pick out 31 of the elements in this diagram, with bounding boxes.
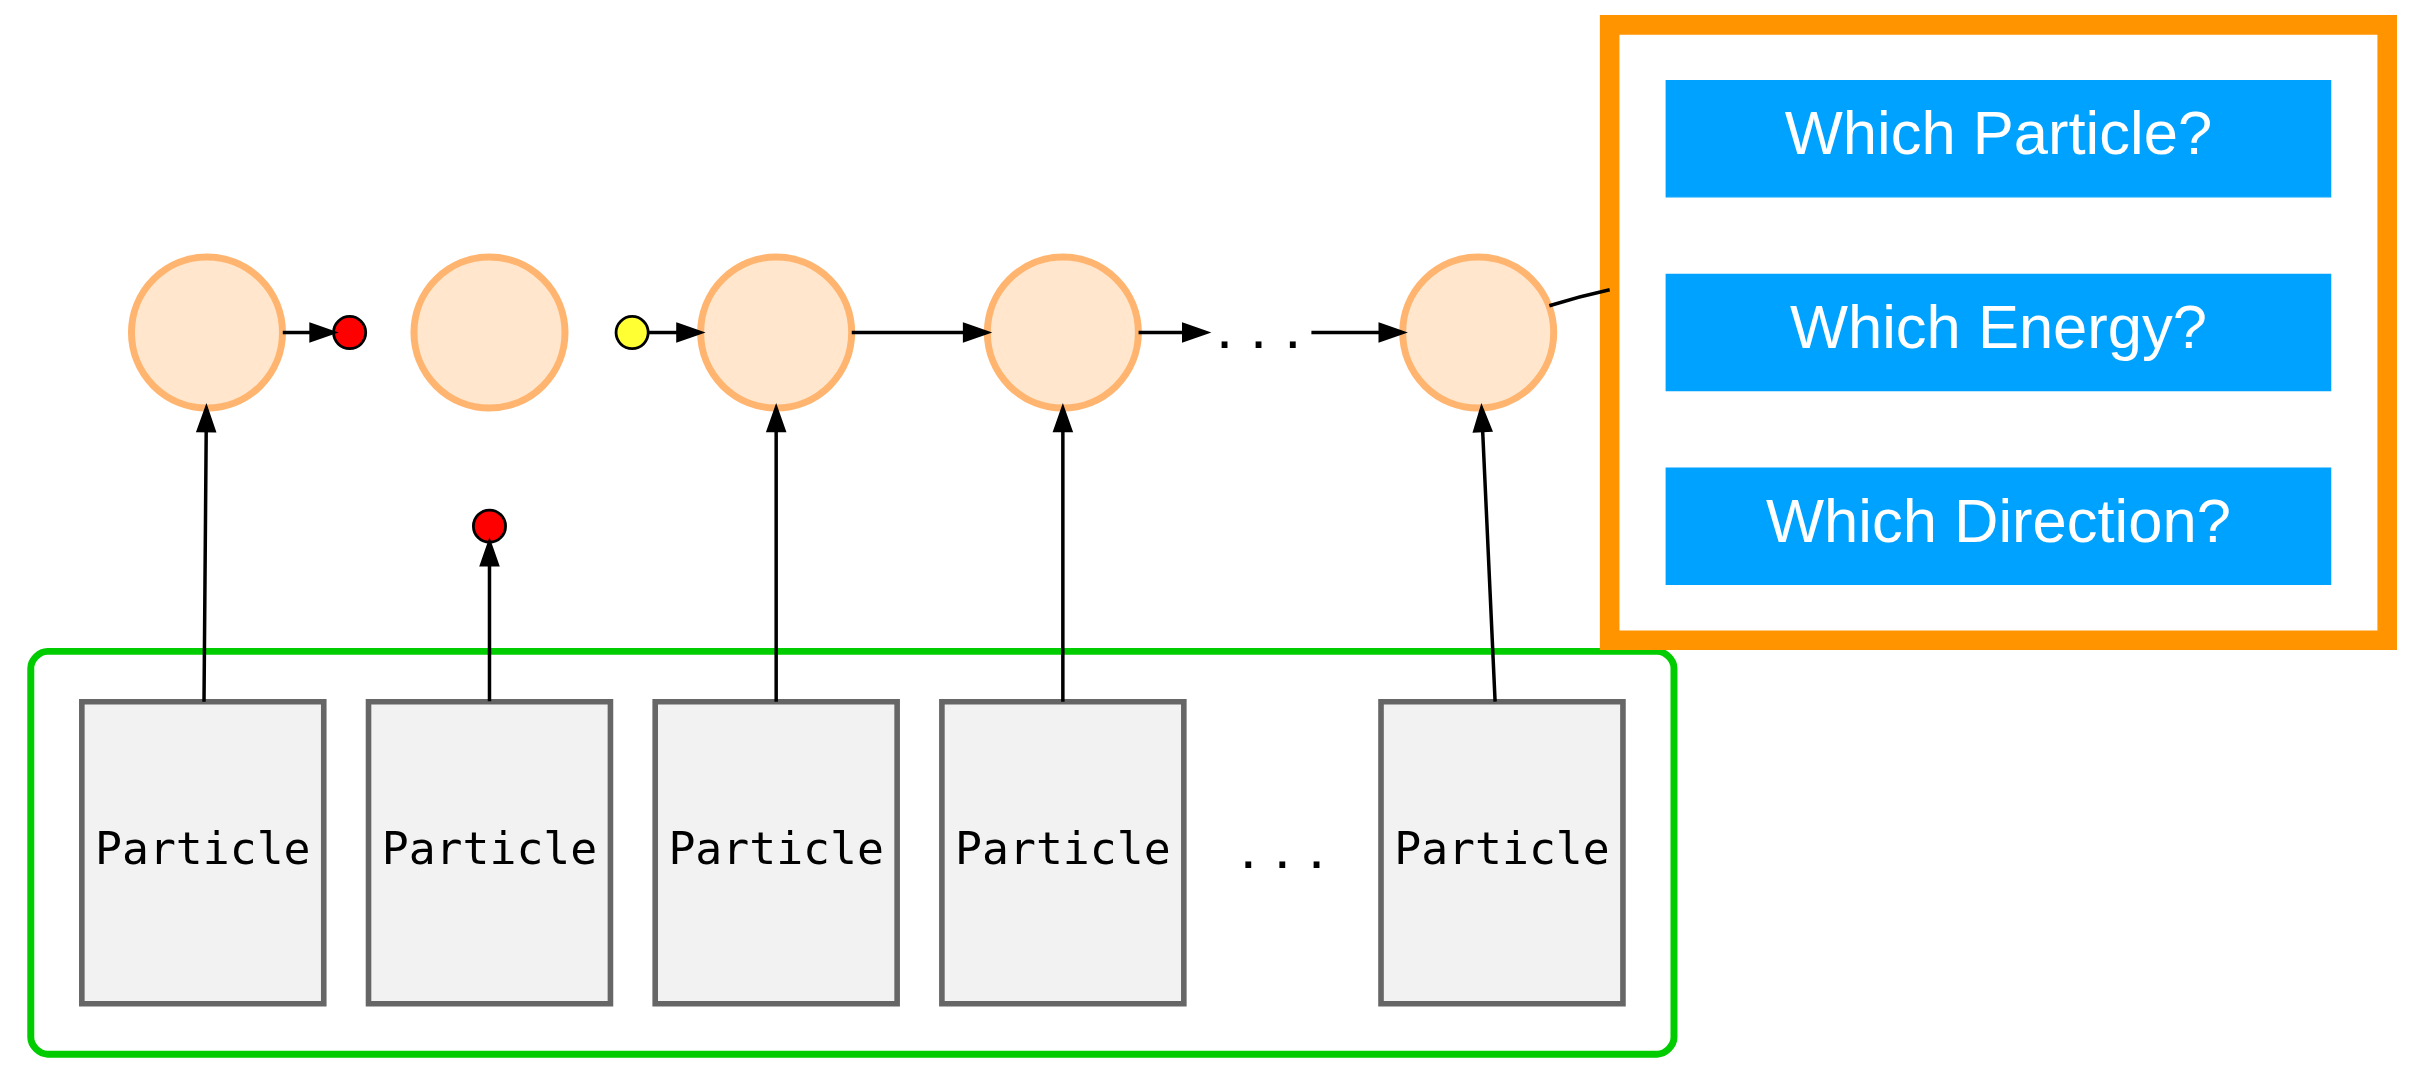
connector xyxy=(1548,288,1611,308)
arrow xyxy=(851,322,993,343)
node-box: Particle xyxy=(1378,698,1626,1007)
node-text: . . . xyxy=(1215,292,1302,362)
arrow xyxy=(1052,402,1074,702)
node-box: Particle xyxy=(79,698,327,1007)
arrow xyxy=(648,322,706,343)
cluster xyxy=(27,647,1678,1058)
node-box: Which Energy? xyxy=(1665,273,2332,392)
node-box: Particle xyxy=(652,698,900,1007)
node-circle xyxy=(614,315,650,350)
cluster xyxy=(1599,15,2397,650)
node-circle xyxy=(983,253,1142,412)
node-circle xyxy=(127,253,286,412)
arrow xyxy=(765,402,787,702)
node-circle xyxy=(1399,253,1558,412)
arrow xyxy=(1472,402,1497,702)
arrow xyxy=(282,322,339,343)
arrow xyxy=(195,402,217,702)
node-box: Which Direction? xyxy=(1665,467,2332,585)
arrow xyxy=(479,537,500,702)
arrow xyxy=(1138,322,1212,343)
node-box: Particle xyxy=(365,698,614,1007)
node-box: Which Particle? xyxy=(1665,80,2332,198)
arrow xyxy=(1311,322,1408,343)
node-box: Particle xyxy=(939,698,1187,1007)
label: . . . xyxy=(1239,812,1326,882)
node-circle xyxy=(332,315,368,350)
node-circle xyxy=(410,253,569,412)
node-circle xyxy=(472,508,507,544)
node-circle xyxy=(697,253,856,412)
